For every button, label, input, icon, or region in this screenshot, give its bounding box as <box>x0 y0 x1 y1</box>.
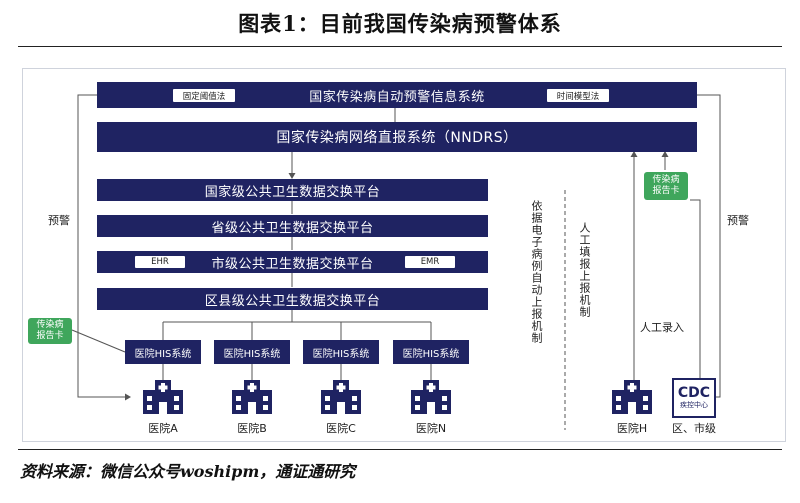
his-system-b: 医院HIS系统 <box>214 340 290 364</box>
provincial-platform: 省级公共卫生数据交换平台 <box>97 215 488 237</box>
report-card-left: 传染病 报告卡 <box>28 318 72 344</box>
hospital-h-label: 医院H <box>616 422 648 435</box>
right-warning-label: 预警 <box>727 214 749 227</box>
source-note: 资料来源：微信公众号woshipm，通证通研究 <box>20 462 356 481</box>
hospital-icon <box>321 380 361 414</box>
manual-report-mechanism: 人工填报上报机制 <box>578 222 591 318</box>
nndrs-bar: 国家传染病网络直报系统（NNDRS） <box>97 122 697 152</box>
national-platform: 国家级公共卫生数据交换平台 <box>97 179 488 201</box>
cdc-logo-text: CDC <box>677 385 711 401</box>
his-system-n: 医院HIS系统 <box>393 340 469 364</box>
source-rule <box>18 449 782 450</box>
report-card-right: 传染病 报告卡 <box>644 172 688 200</box>
card-left-link <box>71 329 126 353</box>
platform-label: 区县级公共卫生数据交换平台 <box>204 293 381 309</box>
left-warning-arrow <box>77 94 131 401</box>
card-right-cdc-link <box>690 199 701 378</box>
hospital-label: 医院B <box>237 422 267 435</box>
hospital-icon <box>612 380 652 414</box>
his-system-c: 医院HIS系统 <box>303 340 379 364</box>
auto-warning-system-label: 国家传染病自动预警信息系统 <box>309 89 485 105</box>
hospital-label: 医院A <box>148 422 178 435</box>
platform-label: 国家级公共卫生数据交换平台 <box>204 184 381 200</box>
auto-warning-system-bar: 国家传染病自动预警信息系统 <box>97 82 697 108</box>
platform-label: 市级公共卫生数据交换平台 <box>211 256 374 272</box>
ehr-tag: EHR <box>135 256 185 268</box>
hospital-label: 医院N <box>415 422 447 435</box>
hospital-icon <box>143 380 183 414</box>
manual-entry-label: 人工录入 <box>640 321 684 334</box>
hospital-icon <box>411 380 451 414</box>
time-model-tag: 时间模型法 <box>547 89 609 102</box>
platform-label: 省级公共卫生数据交换平台 <box>211 220 374 236</box>
cdc-sub-text: 疾控中心 <box>680 401 708 409</box>
his-system-a: 医院HIS系统 <box>125 340 201 364</box>
auto-report-mechanism: 依据电子病例自动上报机制 <box>530 200 543 344</box>
fixed-threshold-tag: 固定阈值法 <box>173 89 235 102</box>
emr-tag: EMR <box>405 256 455 268</box>
title-rule <box>18 46 782 47</box>
district-platform: 区县级公共卫生数据交换平台 <box>97 288 488 310</box>
cdc-caption: 区、市级 <box>672 422 716 435</box>
hospital-icon <box>232 380 272 414</box>
left-warning-label: 预警 <box>48 214 70 227</box>
page-title: 图表1：目前我国传染病预警体系 <box>238 11 562 36</box>
city-platform: 市级公共卫生数据交换平台 <box>97 251 488 273</box>
hospital-label: 医院C <box>326 422 356 435</box>
nndrs-label: 国家传染病网络直报系统（NNDRS） <box>276 130 518 146</box>
cdc-logo: CDC 疾控中心 <box>672 378 716 418</box>
